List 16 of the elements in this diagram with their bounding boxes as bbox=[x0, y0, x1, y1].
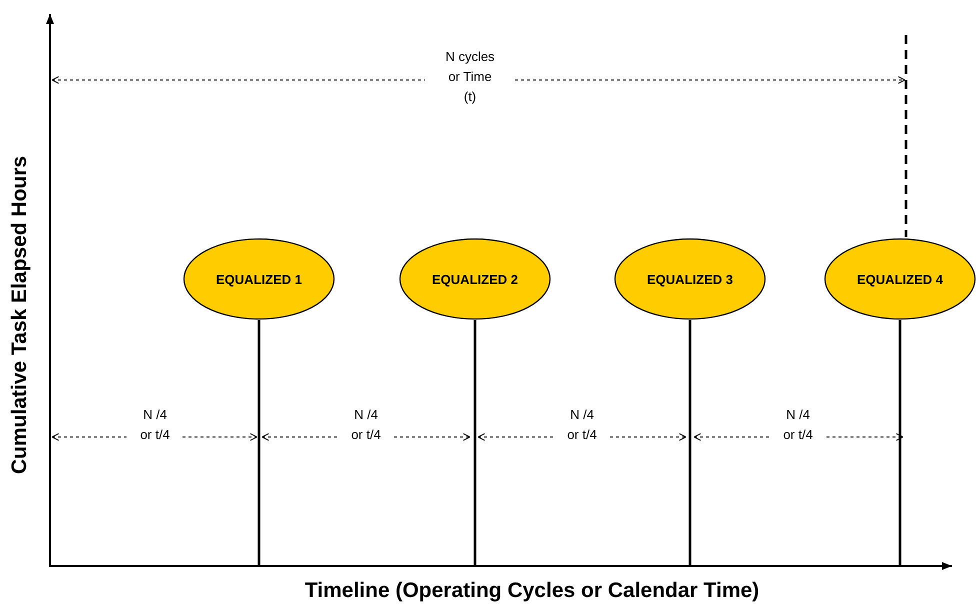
connector-line bbox=[688, 320, 692, 565]
dimension-label: N /4 or t/4 bbox=[350, 406, 382, 444]
dimension-label: N /4 or t/4 bbox=[139, 406, 171, 444]
connector-line bbox=[474, 320, 476, 565]
milestone-label: EQUALIZED 4 bbox=[857, 272, 943, 286]
milestone-label: EQUALIZED 2 bbox=[432, 272, 518, 286]
connector-line bbox=[258, 320, 260, 565]
milestone-label: EQUALIZED 1 bbox=[216, 272, 302, 286]
axis-title: Timeline (Operating Cycles or Calendar Time) bbox=[304, 578, 760, 604]
timeline-axis bbox=[49, 562, 952, 570]
connector-line bbox=[898, 320, 902, 565]
axis-title: Cumulative Task Elapsed Hours bbox=[7, 154, 32, 476]
dimension-label: N cycles or Time (t) bbox=[444, 48, 496, 106]
dimension-label: N /4 or t/4 bbox=[566, 406, 598, 444]
dimension-label: N /4 or t/4 bbox=[782, 406, 814, 444]
milestone-label: EQUALIZED 3 bbox=[647, 272, 733, 286]
